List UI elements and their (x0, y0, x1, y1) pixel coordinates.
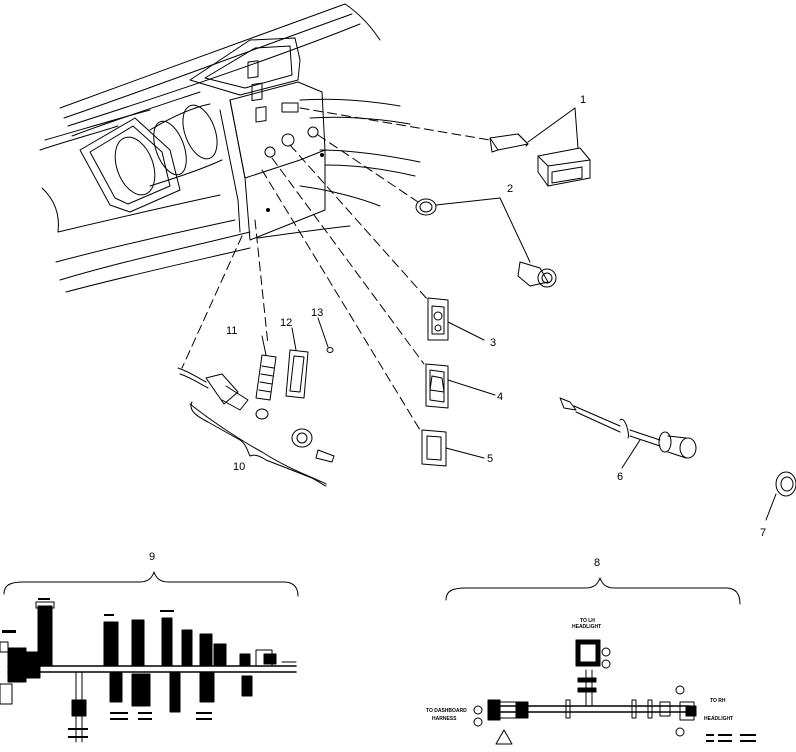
callout-8: 8 (594, 557, 600, 569)
to-dashboard-line2: HARNESS (432, 716, 457, 722)
part-5-plate (421, 429, 485, 467)
to-dashboard-line1: TO DASHBOARD (426, 708, 467, 714)
part-6-cable (559, 397, 697, 469)
harness-9 (0, 598, 297, 743)
harness-8 (473, 639, 756, 745)
callout-3: 3 (490, 337, 496, 349)
callout-6: 6 (617, 471, 623, 483)
part-4-switch (425, 363, 496, 409)
part-1-indicator (489, 107, 591, 187)
to-lh-headlight-line2: HEADLIGHT (572, 624, 601, 630)
to-rh-headlight-line2: HEADLIGHT (704, 716, 733, 722)
callout-7: 7 (760, 527, 766, 539)
callout-2: 2 (507, 183, 513, 195)
brace-9 (3, 571, 299, 597)
part-3-switch (427, 297, 485, 341)
callout-5: 5 (487, 453, 493, 465)
to-rh-headlight-line1: TO RH (710, 698, 726, 704)
part-11-grille (255, 335, 277, 401)
brace-8 (445, 577, 741, 605)
part-13-screw (317, 317, 334, 353)
leader-lines (181, 107, 491, 431)
part-10-ignition (177, 367, 335, 485)
callout-1: 1 (580, 94, 586, 106)
callout-12: 12 (280, 317, 292, 329)
callout-10: 10 (233, 461, 245, 473)
part-12-bezel (285, 327, 309, 399)
callout-11: 11 (226, 325, 237, 337)
console-panel (189, 37, 326, 241)
part-2-socket (415, 197, 557, 288)
callout-numbers: 1 2 3 4 5 6 7 8 9 10 11 12 13 (149, 94, 766, 569)
headlight-pod (79, 103, 223, 213)
harness-8-labels: TO LH HEADLIGHT TO RH HEADLIGHT TO DASHB… (426, 618, 733, 722)
to-lh-headlight-line1: TO LH (580, 618, 595, 624)
brace-10 (190, 401, 327, 487)
part-7-grommet (765, 471, 796, 521)
callout-13: 13 (311, 307, 323, 319)
callout-4: 4 (497, 391, 503, 403)
callout-9: 9 (149, 551, 155, 563)
